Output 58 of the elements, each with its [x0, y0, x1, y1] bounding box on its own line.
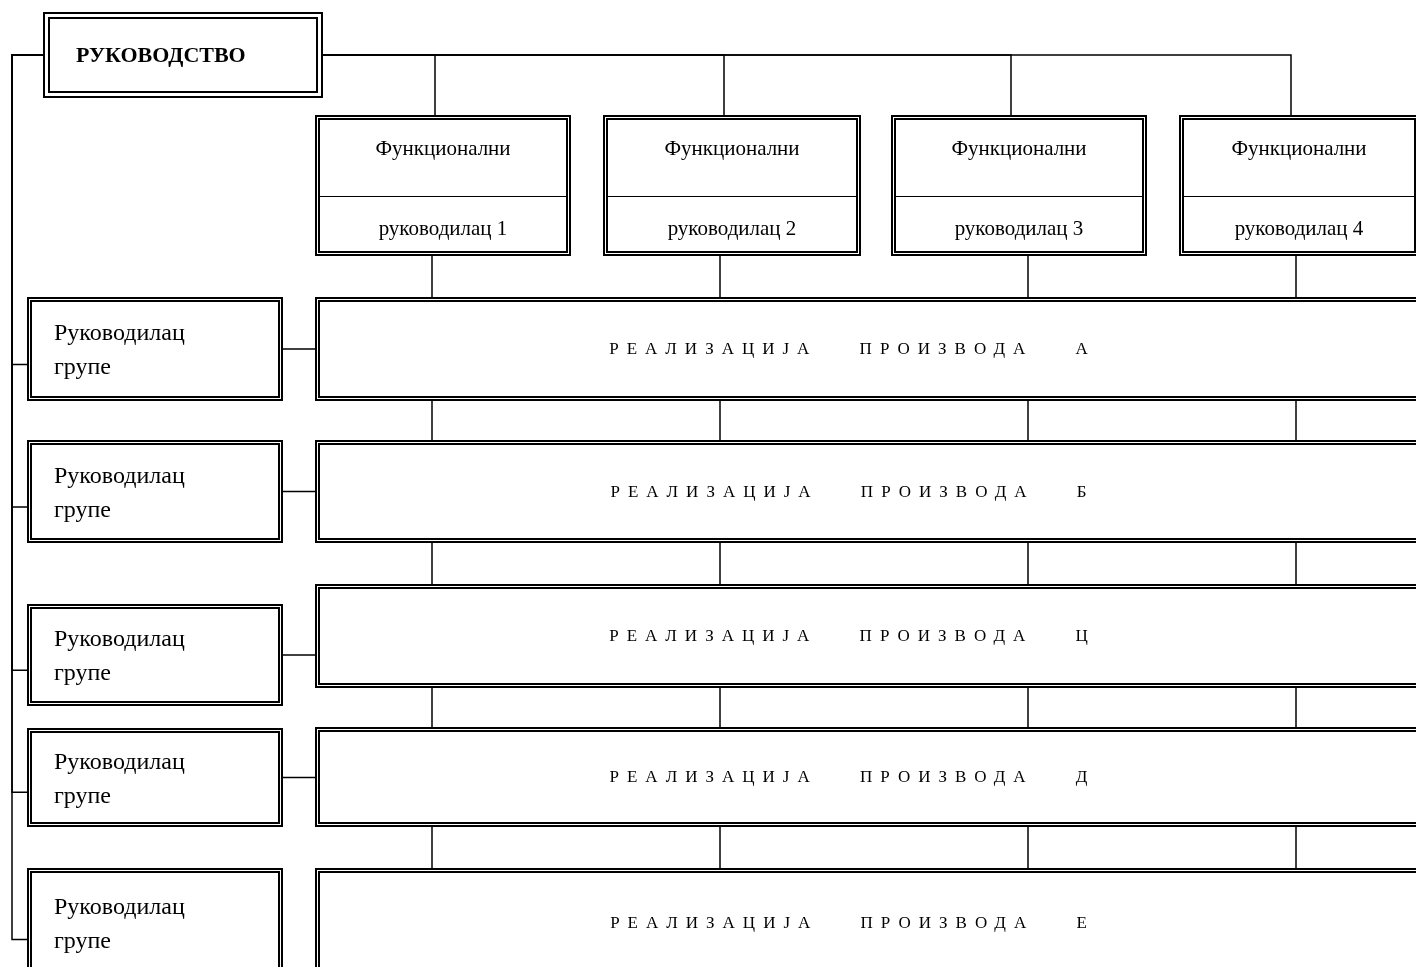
role-text: Руководилац групе — [54, 892, 186, 955]
product-title: РЕАЛИЗАЦИЈА ПРОИЗВОДА А — [609, 339, 1097, 359]
connector-line — [719, 826, 721, 869]
connector-line — [1295, 687, 1297, 728]
product-row-bar — [315, 297, 1416, 401]
heading-text: РУКОВОДСТВО — [76, 42, 246, 68]
product-title: РЕАЛИЗАЦИЈА ПРОИЗВОДА Е — [610, 913, 1096, 933]
connector-line — [431, 826, 433, 869]
role-text: руководилац 3 — [953, 216, 1085, 241]
group-leader-box — [27, 728, 283, 827]
function-box — [603, 115, 861, 256]
product-title: РЕАЛИЗАЦИЈА ПРОИЗВОДА Д — [609, 767, 1097, 787]
function-box — [315, 115, 571, 256]
connector-line — [1027, 255, 1029, 298]
connector-line — [282, 348, 316, 350]
connector-line — [719, 687, 721, 728]
product-title: РЕАЛИЗАЦИЈА ПРОИЗВОДА Ц — [609, 626, 1097, 646]
connector-line — [719, 400, 721, 441]
function-box — [891, 115, 1147, 256]
connector-line — [1027, 542, 1029, 585]
role-text: Руководилац групе — [54, 746, 186, 810]
product-row-bar — [315, 727, 1416, 827]
function-box — [1179, 115, 1416, 256]
connector-line — [282, 776, 316, 779]
connector-line — [1295, 542, 1297, 585]
role-text: руководилац 2 — [666, 216, 798, 241]
connector-line — [282, 490, 316, 493]
heading-text: Функционални — [950, 136, 1088, 161]
group-leader-box — [27, 868, 283, 967]
heading-text: Функционални — [374, 136, 512, 161]
connector-line — [431, 542, 433, 585]
connector-line — [719, 542, 721, 585]
group-leader-box — [27, 440, 283, 543]
product-row-bar — [315, 440, 1416, 543]
connector-line — [1295, 400, 1297, 441]
group-leader-box — [27, 297, 283, 401]
heading-text: Функционални — [663, 136, 801, 161]
heading-text: Функционални — [1230, 136, 1368, 161]
role-text: Руководилац групе — [54, 460, 186, 524]
connector-line — [282, 654, 316, 656]
group-leader-box — [27, 604, 283, 706]
role-text: Руководилац групе — [54, 624, 186, 687]
product-row-bar — [315, 868, 1416, 967]
role-text: руководилац 4 — [1233, 216, 1365, 241]
connector-line — [1027, 400, 1029, 441]
connector-line — [719, 255, 721, 298]
management-box — [43, 12, 323, 98]
connector-line — [1295, 255, 1297, 298]
product-title: РЕАЛИЗАЦИЈА ПРОИЗВОДА Б — [610, 481, 1096, 502]
connector-line — [1295, 826, 1297, 869]
connector-line — [1027, 687, 1029, 728]
product-row-bar — [315, 584, 1416, 688]
connector-line — [431, 255, 433, 298]
role-text: руководилац 1 — [377, 216, 509, 241]
role-text: Руководилац групе — [54, 318, 186, 381]
connector-line — [431, 687, 433, 728]
connector-line — [431, 400, 433, 441]
connector-line — [1027, 826, 1029, 869]
